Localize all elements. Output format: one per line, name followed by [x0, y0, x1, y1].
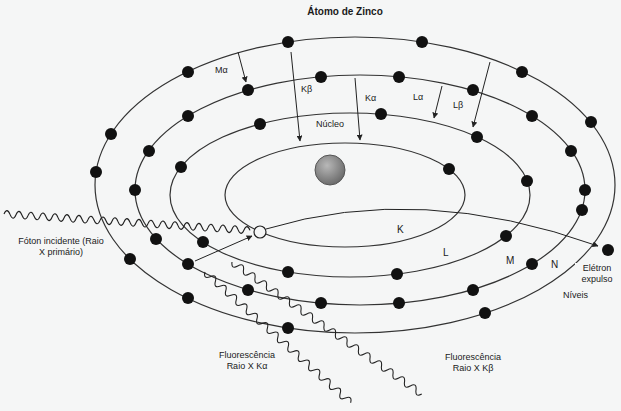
electron: [526, 110, 538, 122]
electron: [254, 118, 266, 130]
ejected-electron-path: [266, 209, 598, 246]
electron: [143, 145, 155, 157]
electron: [124, 253, 136, 265]
electron: [579, 184, 591, 196]
electron: [315, 297, 327, 309]
electron: [282, 266, 294, 278]
shell-label: N: [550, 259, 559, 271]
electron: [391, 268, 403, 280]
transition-label: Kβ: [300, 84, 313, 95]
electron: [315, 71, 327, 83]
nucleus-shape: [314, 154, 346, 186]
electron: [129, 184, 141, 196]
electron: [182, 66, 194, 78]
fluorescence-label: Fluorescência Raio X Kα: [214, 350, 280, 372]
node-label: Núcleo: [312, 119, 348, 130]
electron: [282, 322, 294, 334]
electrons: [90, 36, 614, 334]
nucleus-circle: Núcleo: [312, 119, 348, 187]
xray-waves: [4, 211, 422, 403]
electron: [526, 258, 538, 270]
shell-m: [135, 75, 585, 305]
fluorescence-wave: [232, 262, 422, 395]
electron: [516, 66, 528, 78]
electron: [150, 233, 162, 245]
electron: [393, 71, 405, 83]
transition-label: Mα: [214, 65, 229, 76]
shell-k: [225, 143, 465, 247]
transition-arrow: [434, 86, 442, 118]
transition-arrow: [238, 52, 246, 82]
electron: [375, 108, 387, 120]
electron: [467, 84, 479, 96]
electron: [416, 36, 428, 48]
nucleus: [315, 155, 345, 185]
electron: [565, 145, 577, 157]
electron: [105, 128, 117, 140]
shell-l: [170, 113, 530, 277]
electron: [175, 161, 187, 173]
electron: [90, 166, 102, 178]
electron: [242, 284, 254, 296]
transition-label: Kα: [364, 93, 377, 104]
electron-label: Elétron expulso: [575, 263, 619, 285]
photon-label: Fóton incidente (Raio X primário): [16, 236, 106, 258]
incident-photon-wave: [4, 211, 250, 234]
electron: [521, 175, 533, 187]
electron: [576, 204, 588, 216]
electron-vacancy: [254, 226, 266, 238]
shell-label: L: [442, 247, 450, 259]
transition-arrow: [355, 78, 360, 140]
transition-arrows: [195, 52, 598, 261]
electron: [182, 110, 194, 122]
transition-label: Lα: [412, 92, 424, 103]
electron: [585, 116, 597, 128]
fluorescence-label: Fluorescência Raio X Kβ: [440, 352, 506, 374]
levels-label: Níveis: [562, 290, 589, 301]
electron: [443, 163, 455, 175]
shell-label: K: [396, 224, 405, 236]
electron: [471, 131, 483, 143]
transition-arrow: [195, 236, 252, 261]
ejected-electron: [602, 244, 614, 256]
electron: [479, 307, 491, 319]
electron: [467, 284, 479, 296]
shell-n: [95, 37, 615, 333]
electron: [182, 292, 194, 304]
shell-label: M: [505, 255, 515, 267]
electron: [393, 297, 405, 309]
shell-orbits: [95, 37, 615, 333]
electron: [500, 230, 512, 242]
electron: [182, 258, 194, 270]
diagram-title: Átomo de Zinco: [306, 6, 384, 18]
transition-label: Lβ: [452, 100, 464, 111]
transition-arrow: [291, 52, 300, 141]
electron: [242, 84, 254, 96]
electron: [197, 236, 209, 248]
electron: [282, 36, 294, 48]
